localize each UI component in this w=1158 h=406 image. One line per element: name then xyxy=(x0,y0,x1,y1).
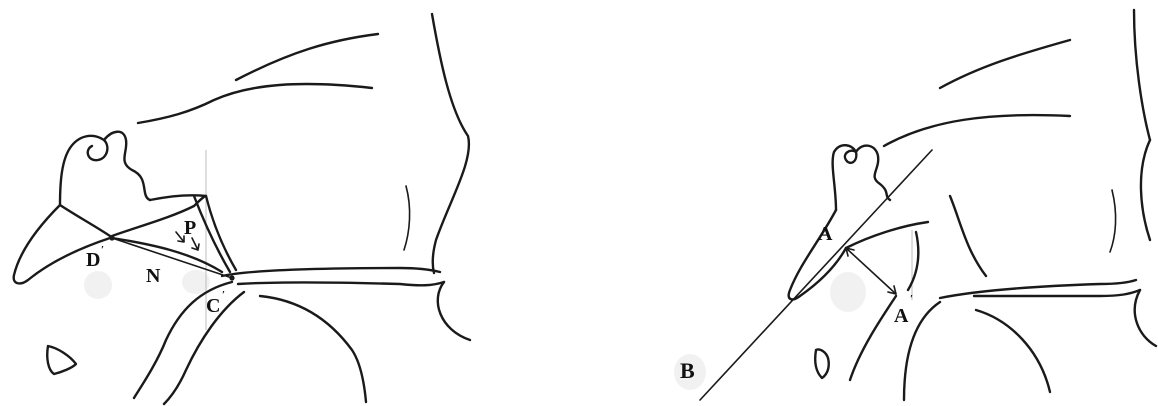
hook-structure xyxy=(58,130,152,207)
trachea-upper xyxy=(938,278,1138,300)
scan-blob xyxy=(674,354,706,390)
right-sketch: A A ′ B xyxy=(674,8,1158,402)
upper-contour-inner xyxy=(136,82,374,125)
cavity-right xyxy=(948,194,988,278)
lower-structure xyxy=(132,280,234,400)
arrowhead-A-prime xyxy=(887,285,897,295)
upper-contour xyxy=(234,32,380,82)
label-A-prime: A xyxy=(894,305,909,327)
cavity-inner xyxy=(906,230,920,292)
curve-P xyxy=(110,236,224,274)
cavity-upper xyxy=(844,220,930,250)
line-N xyxy=(111,237,233,279)
trachea-lower xyxy=(236,280,446,287)
label-D-prime: D xyxy=(86,249,100,271)
cavity-right-inner xyxy=(192,194,232,274)
posterior-contour xyxy=(1132,8,1152,142)
leaf-structure xyxy=(787,208,848,301)
lower-right-curve xyxy=(258,294,368,404)
point-C-prime xyxy=(229,275,235,281)
arrow-P1 xyxy=(175,231,185,243)
cavity-upper xyxy=(110,194,208,238)
point-D-prime xyxy=(109,235,115,241)
inner-contour xyxy=(403,185,411,251)
inner-contour xyxy=(1109,189,1117,253)
triangle-shape xyxy=(814,348,830,380)
posterior-contour-lower xyxy=(1139,138,1152,242)
posterior-lower xyxy=(436,280,472,342)
lower-structure-inner xyxy=(162,290,246,406)
lower-structure-inner xyxy=(902,300,942,402)
lower-structure xyxy=(848,294,898,382)
posterior-lower xyxy=(1133,288,1158,348)
label-B: B xyxy=(680,358,695,383)
arrow-A-A-prime xyxy=(845,247,897,295)
triangle-shape xyxy=(46,344,78,376)
posterior-contour xyxy=(430,12,471,275)
scan-blob xyxy=(84,271,112,299)
leaf-structure xyxy=(12,203,112,285)
prime-mark-C: ′ xyxy=(222,289,225,301)
label-A: A xyxy=(818,223,833,245)
prime-mark-A: ′ xyxy=(910,293,913,305)
label-P: P xyxy=(184,217,196,239)
left-sketch: D ′ N P C ′ xyxy=(12,12,472,406)
lower-right-curve xyxy=(974,308,1052,394)
cavity-right xyxy=(148,194,238,272)
arrowhead-A xyxy=(845,247,855,257)
line-B xyxy=(699,149,933,401)
arrow-P2 xyxy=(191,237,200,251)
scan-blob xyxy=(830,272,866,312)
label-C-prime: C xyxy=(206,295,220,317)
trachea-lower xyxy=(972,288,1142,298)
leaf-edge xyxy=(58,203,112,238)
upper-contour xyxy=(938,38,1072,90)
trachea-upper xyxy=(220,266,442,278)
prime-mark-D: ′ xyxy=(101,244,104,256)
hook-structure xyxy=(831,144,892,212)
label-N: N xyxy=(146,265,161,287)
upper-contour-inner xyxy=(882,113,1072,148)
scan-blob xyxy=(182,270,210,294)
